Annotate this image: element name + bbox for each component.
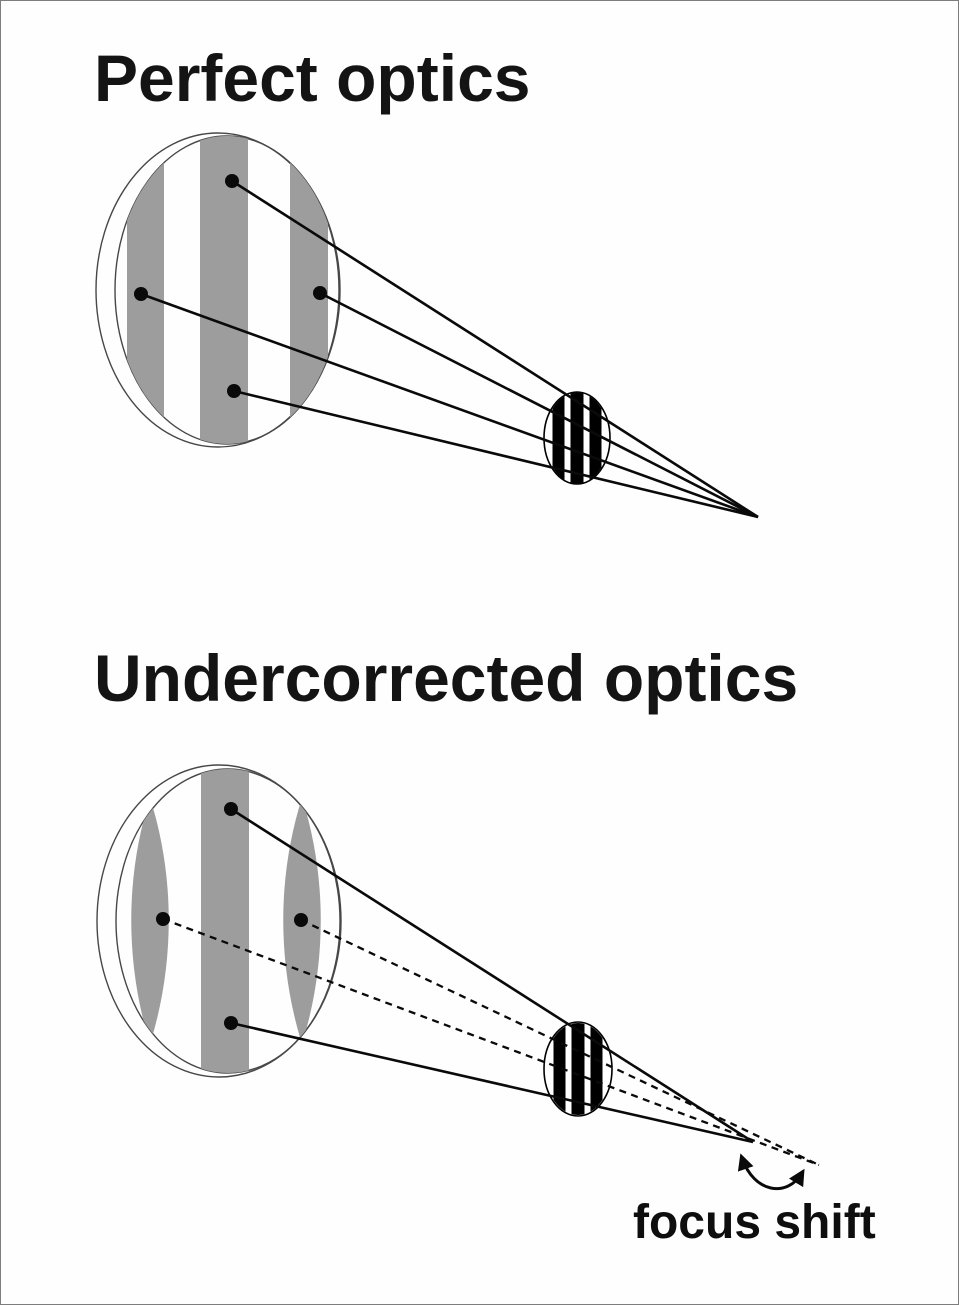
perfect-optics-figure xyxy=(95,132,759,519)
focus-shift-arrow xyxy=(737,1153,805,1191)
grating-bars xyxy=(553,1023,603,1115)
mirror-outer-rim xyxy=(95,132,341,448)
perfect-optics-title: Perfect optics xyxy=(94,41,531,115)
converging-rays xyxy=(140,179,759,519)
ray xyxy=(140,292,759,519)
mirror-front-view xyxy=(95,132,341,448)
grating-bar xyxy=(570,392,584,484)
ray-zonal-dashed xyxy=(162,917,820,1167)
ray xyxy=(233,389,759,519)
ray-zonal-dashed xyxy=(300,918,820,1167)
band-left-curved xyxy=(131,798,169,1044)
grating-bars xyxy=(552,392,602,484)
ray xyxy=(319,291,759,519)
undercorrected-optics-title: Undercorrected optics xyxy=(94,641,799,715)
grating-bar xyxy=(590,1023,603,1115)
ray xyxy=(231,179,759,519)
ray-paraxial xyxy=(230,1021,754,1144)
grating-bar xyxy=(553,1023,566,1115)
undercorrected-optics-figure xyxy=(96,764,820,1191)
ronchi-grating xyxy=(543,391,611,485)
ray-paraxial xyxy=(230,807,754,1144)
ronchi-grating xyxy=(543,1021,613,1117)
converging-rays xyxy=(162,807,820,1167)
mirror-outer-rim xyxy=(96,764,342,1078)
focus-shift-label: focus shift xyxy=(633,1196,876,1249)
band-center xyxy=(200,136,248,444)
grating-bar xyxy=(571,1023,585,1115)
